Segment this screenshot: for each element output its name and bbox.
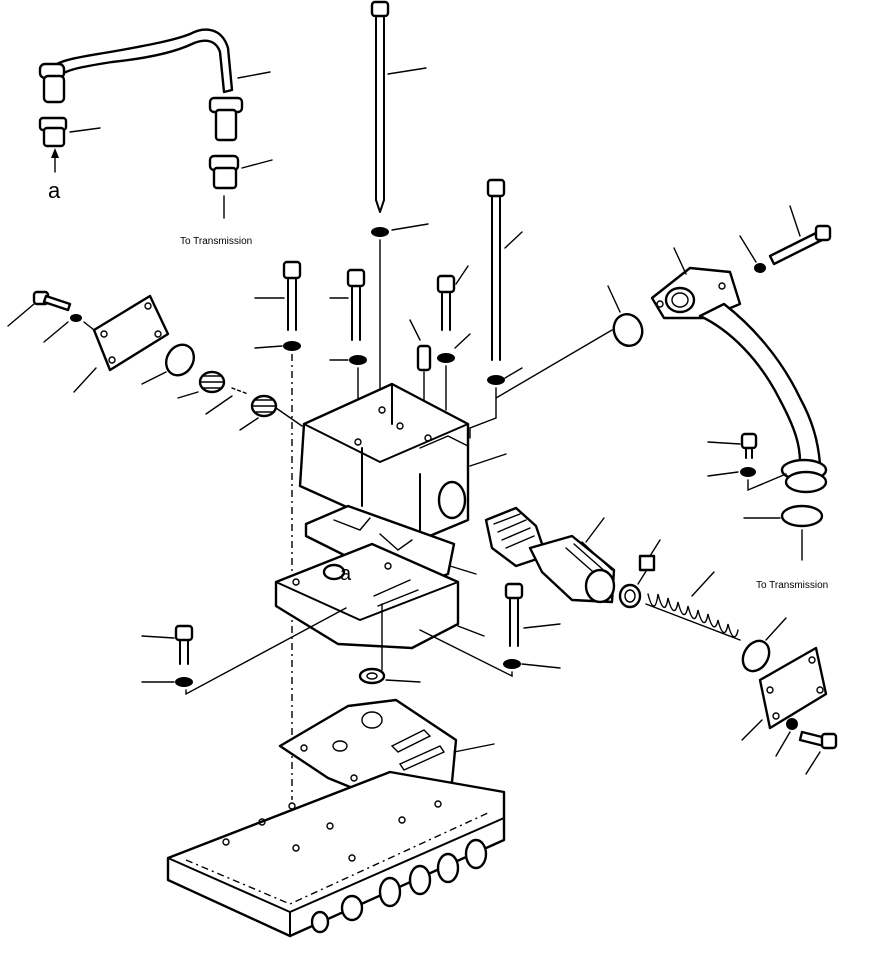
cover-plate-right — [741, 646, 828, 741]
screw-left — [7, 290, 95, 343]
washer-center — [358, 667, 421, 685]
lower-valve-body — [274, 542, 485, 671]
elbow-pipe — [650, 247, 828, 494]
o-ring-left — [141, 343, 196, 385]
screw-right — [775, 718, 838, 775]
transmission-case-block — [166, 770, 506, 938]
valve-body — [298, 382, 507, 542]
coil-spring — [645, 571, 741, 641]
ref-a-label-body: a — [340, 563, 352, 585]
short-bolt-3 — [436, 265, 471, 411]
cover-plate-left — [73, 294, 170, 393]
to-transmission-label-top: To Transmission — [180, 236, 252, 247]
elbow-bolt-lower — [707, 432, 787, 492]
valve-plug-left — [177, 370, 249, 415]
short-bolt-1 — [254, 260, 302, 800]
connector-fitting-right — [208, 154, 273, 219]
bolt-lower-right — [419, 582, 561, 678]
oil-tube-assembly — [38, 28, 271, 142]
long-bolt-top — [370, 0, 429, 396]
spacer-ring — [618, 539, 661, 609]
valve-plug-right — [239, 394, 303, 431]
bolt-lower-left — [141, 607, 347, 696]
o-ring-top-right — [607, 285, 644, 347]
connector-fitting-left — [38, 116, 101, 173]
short-bolt-2 — [329, 268, 367, 441]
o-ring-right — [741, 617, 787, 673]
elbow-bolt-top — [739, 205, 832, 273]
gasket-elbow — [743, 504, 824, 561]
ref-a-label-top: a — [48, 178, 61, 203]
to-transmission-label-right: To Transmission — [756, 580, 828, 591]
long-bolt-right — [469, 178, 523, 439]
spool-valve — [484, 506, 616, 604]
